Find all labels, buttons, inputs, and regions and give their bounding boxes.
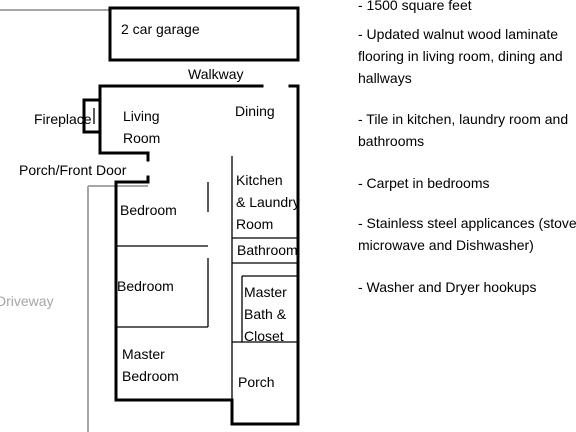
fireplace-label: Fireplace	[34, 111, 92, 127]
porch-front-door-label: Porch/Front Door	[19, 162, 127, 178]
outer-wall	[98, 84, 264, 162]
feature-note: - 1500 square feet	[358, 0, 472, 13]
feature-note: - Washer and Dryer hookups	[358, 279, 537, 295]
bedroom-label: Bedroom	[120, 202, 177, 218]
master-bath-label: Master Bath & Closet	[244, 284, 287, 344]
porch-label: Porch	[238, 374, 275, 390]
bedroom-label: Bedroom	[117, 278, 174, 294]
feature-note: - Tile in kitchen, laundry room and bath…	[358, 111, 569, 149]
fireplace	[82, 98, 102, 134]
kitchen-laundry-label: Kitchen & Laundry Room	[236, 172, 300, 232]
master-bedroom-label: Master Bedroom	[122, 346, 179, 384]
bathroom-label: Bathroom	[237, 242, 298, 258]
feature-note: - Carpet in bedrooms	[358, 175, 490, 191]
living-room-label: Living Room	[123, 108, 161, 146]
garage-wall	[108, 6, 300, 62]
dining-label: Dining	[235, 103, 275, 119]
feature-note: - Stainless steel applicances (stove, mi…	[358, 215, 576, 253]
walkway-label: Walkway	[188, 66, 244, 82]
driveway-label: Driveway	[0, 293, 54, 309]
feature-note: - Updated walnut wood laminate flooring …	[358, 26, 563, 86]
garage-label: 2 car garage	[121, 21, 200, 37]
